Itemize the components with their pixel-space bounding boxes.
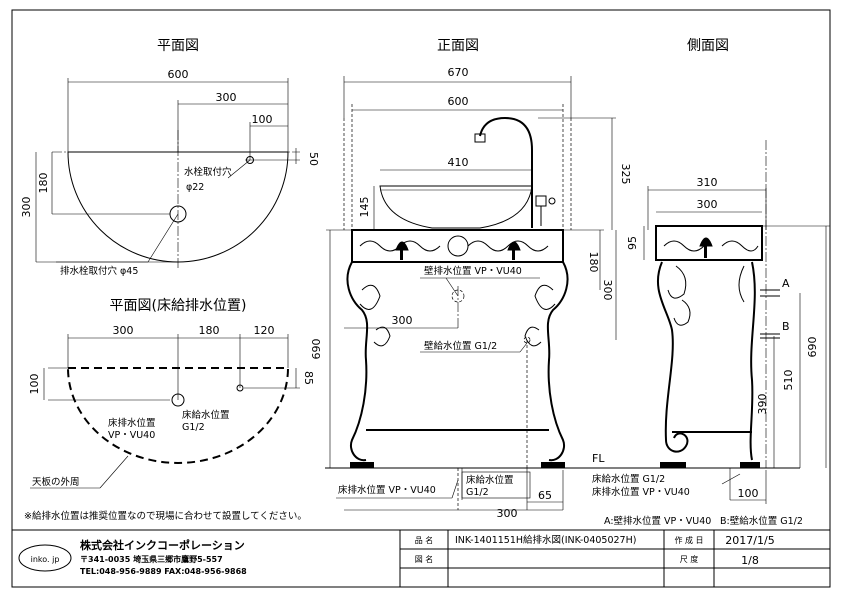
label-drawing-name: 図 名 — [415, 554, 434, 564]
side-dim-310: 310 — [697, 176, 718, 189]
front-floor-supply-label: 床給水位置 — [466, 474, 514, 486]
legend-wall-supply: B:壁給水位置 G1/2 — [720, 515, 803, 527]
side-floor-drain-label: 床排水位置 VP・VU40 — [592, 486, 690, 498]
right-leg — [546, 261, 569, 462]
front-dim-300-right: 300 — [601, 280, 614, 301]
wall-supply-marker — [523, 336, 531, 344]
label-scale: 尺 度 — [680, 554, 699, 564]
top-outline-dashed — [66, 367, 290, 464]
faucet — [479, 116, 533, 228]
floor-level-label: FL — [592, 452, 605, 465]
side-view-title: 側面図 — [687, 38, 729, 54]
product-name: INK-1401151H給排水図(INK-0405027H) — [455, 534, 636, 546]
side-dim-690: 690 — [806, 337, 819, 358]
front-dim-300-bottom: 300 — [497, 507, 518, 520]
side-view: 310 300 95 A B 690 510 390 — [592, 140, 830, 527]
front-dim-670: 670 — [448, 66, 469, 79]
side-dim-510: 510 — [782, 370, 795, 391]
floor-drain-spec: VP・VU40 — [108, 430, 155, 441]
basin-top-outline — [67, 151, 289, 263]
company-logo — [18, 544, 72, 572]
plan-dim-100: 100 — [252, 113, 273, 126]
side-counter-band — [655, 225, 763, 261]
side-dim-300: 300 — [697, 198, 718, 211]
front-floor-drain-label: 床排水位置 VP・VU40 — [338, 484, 436, 496]
company-phone: TEL:048-956-9889 FAX:048-956-9868 — [80, 567, 247, 576]
front-dim-145: 145 — [358, 197, 371, 218]
floor-supply-spec: G1/2 — [182, 422, 205, 433]
front-view-title: 正面図 — [437, 38, 479, 54]
front-dim-180: 180 — [587, 252, 600, 273]
drain-ornament — [447, 235, 469, 257]
faucet-hole-diameter: φ22 — [186, 182, 204, 193]
marker-a: A — [782, 277, 790, 290]
marker-b: B — [782, 320, 790, 333]
front-floor-supply-spec: G1/2 — [466, 487, 489, 498]
company-name: 株式会社インクコーポレーション — [80, 538, 245, 552]
drain-dim-180: 180 — [199, 324, 220, 337]
installation-note: ※給排水位置は推奨位置なので現場に合わせて設置してください。 — [24, 510, 307, 522]
wall-supply-label: 壁給水位置 G1/2 — [424, 340, 497, 352]
floor-drain-label: 床排水位置 — [108, 417, 156, 429]
floor-drain-marker — [171, 393, 185, 407]
side-floor-supply-label: 床給水位置 G1/2 — [592, 473, 665, 485]
floor-supply-marker — [236, 384, 244, 392]
front-dim-300-horizontal: 300 — [392, 314, 413, 327]
front-dim-410: 410 — [448, 156, 469, 169]
drain-dim-120: 120 — [254, 324, 275, 337]
drain-dim-85: 85 — [302, 371, 315, 385]
front-dim-690: 690 — [310, 339, 323, 360]
logo-text: inko. jp — [31, 555, 60, 564]
creation-date: 2017/1/5 — [725, 534, 774, 547]
side-dim-390: 390 — [756, 394, 769, 415]
plan-view: 600 300 100 50 180 300 水栓取付穴 φ22 排水栓取付穴 … — [20, 68, 320, 277]
counter-band — [351, 229, 564, 263]
front-view: FL 670 600 410 325 145 — [310, 66, 800, 520]
title-block: inko. jp 株式会社インクコーポレーション 〒341-0035 埼玉県三郷… — [11, 529, 831, 588]
top-outline-label: 天板の外周 — [32, 476, 80, 488]
drawing-scale: 1/8 — [741, 554, 759, 567]
front-dim-65: 65 — [538, 489, 552, 502]
plan-dim-180: 180 — [37, 173, 50, 194]
faucet-valve — [535, 195, 547, 207]
front-dim-600: 600 — [448, 95, 469, 108]
label-date: 作 成 日 — [674, 535, 703, 545]
left-foot — [350, 462, 374, 468]
plan-dim-50: 50 — [307, 152, 320, 166]
legend-wall-drain: A:壁排水位置 VP・VU40 — [604, 515, 711, 527]
front-dim-325: 325 — [619, 164, 632, 185]
floor-supply-label: 床給水位置 — [182, 409, 230, 421]
plan-dim-600: 600 — [168, 68, 189, 81]
plan-view-title: 平面図 — [157, 38, 199, 54]
drain-dim-300: 300 — [113, 324, 134, 337]
right-foot — [541, 462, 565, 468]
drain-plan-view: 300 180 120 100 85 床排水位置 VP・VU40 床給水位置 G… — [28, 324, 315, 489]
side-right-leg — [749, 261, 756, 461]
basin-bowl — [379, 185, 533, 229]
faucet-hole-label: 水栓取付穴 — [184, 166, 232, 178]
plan-dim-300: 300 — [216, 91, 237, 104]
company-address: 〒341-0035 埼玉県三郷市鷹野5-557 — [80, 554, 223, 564]
wall-drain-label: 壁排水位置 VP・VU40 — [424, 265, 522, 277]
side-left-leg — [656, 261, 689, 453]
drain-hole-label: 排水栓取付穴 φ45 — [60, 265, 138, 277]
label-product-name: 品 名 — [415, 535, 434, 545]
left-leg — [346, 261, 369, 462]
drain-dim-100: 100 — [28, 374, 41, 395]
drain-plan-view-title: 平面図(床給排水位置) — [110, 298, 247, 314]
side-dim-100: 100 — [738, 487, 759, 500]
plan-dim-300-vertical: 300 — [20, 197, 33, 218]
side-dim-95: 95 — [626, 236, 639, 250]
